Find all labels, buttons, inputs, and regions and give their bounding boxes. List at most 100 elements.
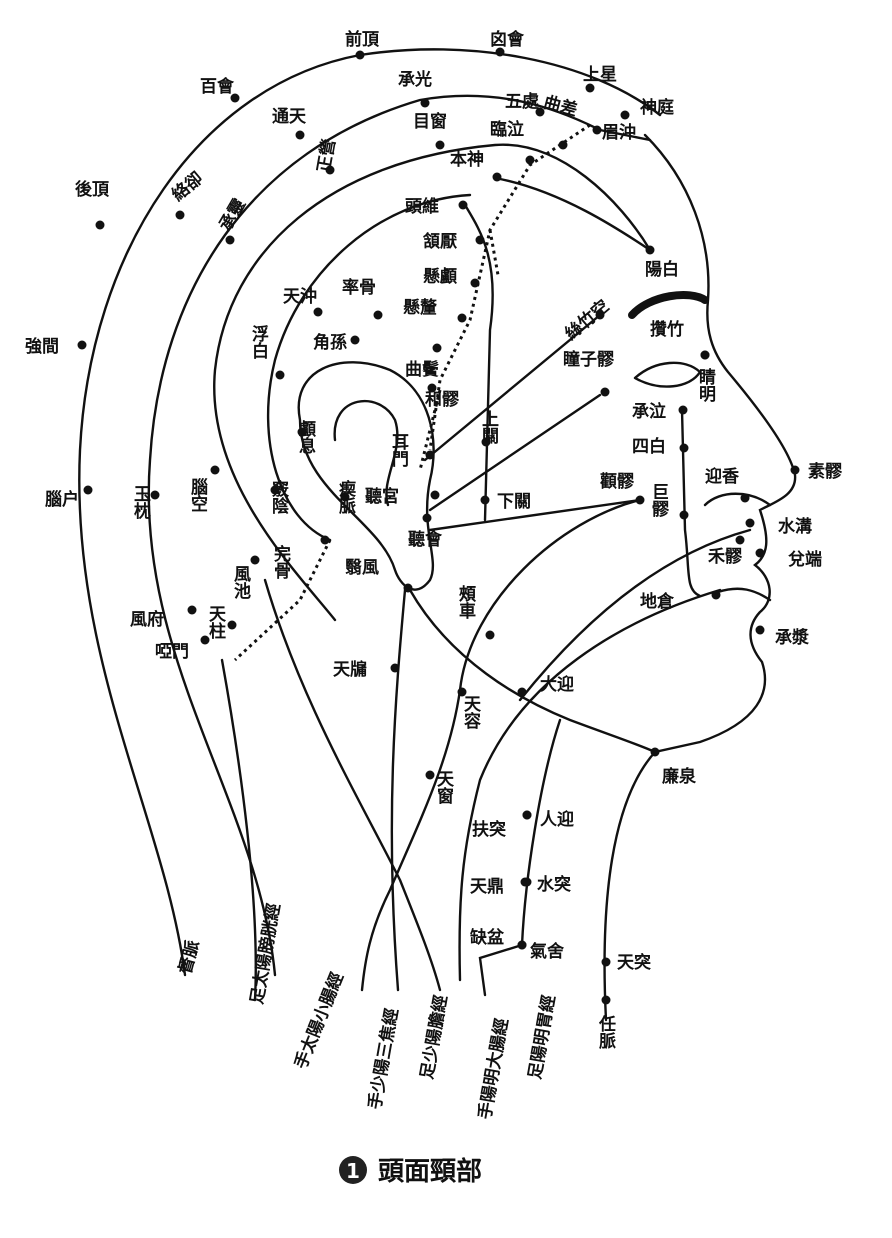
point-label: 承光 <box>398 69 432 90</box>
gallbladder-outer-line <box>213 143 652 622</box>
bladder-meridian-line <box>147 94 652 977</box>
stomach-face-line <box>680 408 702 598</box>
point-label: 強間 <box>25 336 59 357</box>
caption-title: 頭面頸部 <box>378 1157 482 1187</box>
ear-inner <box>333 399 399 507</box>
point-label: 和髎 <box>425 390 460 410</box>
point-label: 曲鬢 <box>405 359 439 380</box>
acupoint-marker <box>517 687 527 697</box>
yangbai-line <box>493 176 652 252</box>
acupoint-marker <box>595 310 605 320</box>
acupoint-marker <box>425 450 435 460</box>
acupoint-marker <box>403 583 413 593</box>
acupoint-marker <box>475 235 485 245</box>
acupoint-marker <box>225 235 235 245</box>
acupoint-marker <box>83 485 93 495</box>
acupoint-marker <box>270 485 280 495</box>
point-label: 玉枕 <box>130 485 151 519</box>
sanjiao-line <box>390 588 407 992</box>
point-label: 禾髎 <box>708 547 743 567</box>
point-label: 四白 <box>632 436 666 457</box>
point-label: 天突 <box>617 952 651 973</box>
acupoint-marker <box>187 605 197 615</box>
acupoint-marker <box>420 98 430 108</box>
point-label: 五處 <box>505 91 540 112</box>
acupoint-marker <box>373 310 383 320</box>
acupoint-marker <box>95 220 105 230</box>
point-label: 廉泉 <box>662 766 697 787</box>
point-label: 聽宮 <box>365 486 399 507</box>
point-label: 天柱 <box>205 605 226 640</box>
point-label: 浮白 <box>248 324 269 360</box>
acupoint-marker <box>635 495 645 505</box>
acupoint-marker <box>425 770 435 780</box>
acupoint-marker <box>355 50 365 60</box>
point-label: 水突 <box>537 874 571 895</box>
meridian-label: 足陽明胃經 <box>524 994 559 1081</box>
point-label: 百會 <box>200 76 235 97</box>
acupoint-marker <box>601 957 611 967</box>
acupoint-marker <box>150 490 160 500</box>
acupoint-marker <box>297 427 307 437</box>
point-label: 巨髎 <box>648 483 669 518</box>
acupoint-marker <box>325 165 335 175</box>
point-label: 顴髎 <box>600 471 635 492</box>
point-label: 水溝 <box>778 516 812 537</box>
acupoint-marker <box>679 510 689 520</box>
acupoint-marker <box>435 140 445 150</box>
acupoint-marker <box>422 513 432 523</box>
caption-number: 1 <box>346 1159 360 1183</box>
acupoint-marker <box>517 940 527 950</box>
acupoint-marker <box>650 747 660 757</box>
jaw-line <box>408 588 657 754</box>
acupoint-marker <box>470 278 480 288</box>
acupoint-marker <box>495 47 505 57</box>
acupoint-marker <box>320 535 330 545</box>
point-label: 翳風 <box>345 557 379 578</box>
meridian-label: 手少陽三焦經 <box>364 1007 402 1111</box>
point-label: 前頂 <box>345 29 380 50</box>
large-intestine-line <box>458 588 722 982</box>
ear-outer <box>297 361 435 591</box>
point-label: 天容 <box>460 695 481 730</box>
acupoint-marker <box>200 635 210 645</box>
point-label: 天沖 <box>283 286 317 307</box>
acupoint-marker <box>485 630 495 640</box>
point-label: 眉沖 <box>602 122 636 143</box>
acupoint-marker <box>275 370 285 380</box>
acupoint-marker <box>585 83 595 93</box>
point-label: 人迎 <box>540 809 574 830</box>
acupoint-marker <box>481 437 491 447</box>
acupoint-marker <box>711 590 721 600</box>
point-label: 後頂 <box>75 179 110 200</box>
mouth <box>716 587 772 602</box>
acupoint-marker <box>175 210 185 220</box>
cheek-line <box>423 313 752 702</box>
acupoint-marker <box>210 465 220 475</box>
point-label: 腦空 <box>187 477 208 512</box>
point-label: 耳門 <box>388 433 409 468</box>
meridian-label: 手陽明大腸經 <box>474 1017 512 1121</box>
point-label: 絲竹空 <box>561 295 614 344</box>
acupoint-marker <box>313 307 323 317</box>
point-label: 瘈脈 <box>335 479 356 515</box>
acupoint-marker <box>601 995 611 1005</box>
point-label: 通天 <box>272 107 307 127</box>
acupoint-marker <box>592 125 602 135</box>
point-label: 頷厭 <box>423 231 458 252</box>
acupoint-marker <box>620 110 630 120</box>
acupoint-marker <box>679 443 689 453</box>
acupoint-marker <box>745 518 755 528</box>
point-label: 頭維 <box>405 196 439 217</box>
acupoint-marker <box>340 492 350 502</box>
acupoint-marker <box>525 155 535 165</box>
du-meridian-line <box>78 48 662 977</box>
acupoint-marker <box>535 107 545 117</box>
point-label: 素髎 <box>808 462 843 482</box>
acupoint-marker <box>755 625 765 635</box>
point-label: 大迎 <box>540 674 574 695</box>
gb-neck-line <box>263 578 442 992</box>
point-label: 完骨 <box>270 544 291 580</box>
acupoint-marker <box>432 343 442 353</box>
